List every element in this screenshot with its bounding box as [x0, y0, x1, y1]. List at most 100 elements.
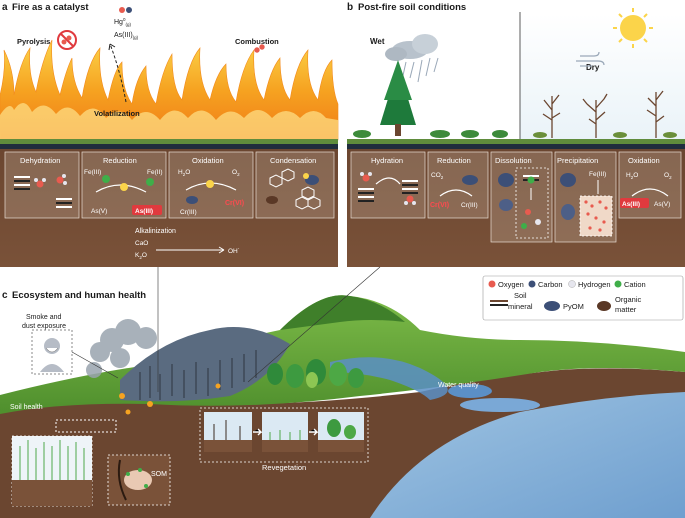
sun-icon — [613, 8, 653, 48]
wind-icon — [576, 51, 605, 67]
wet-label: Wet — [370, 37, 385, 46]
legend-carbon: Carbon — [538, 280, 563, 289]
grass-strip — [0, 139, 338, 144]
pyom-icon-c — [462, 175, 478, 185]
cr3-label-b: Cr(III) — [461, 202, 478, 209]
as5-label-b: As(V) — [654, 201, 670, 208]
water-molecule-icon — [36, 180, 44, 188]
panel-a-title: Fire as a catalyst — [12, 2, 89, 13]
panel-c-letter: c — [2, 290, 8, 301]
smoke-label-2: dust exposure — [22, 323, 66, 330]
o2-label-b: O2 — [664, 172, 672, 180]
river — [330, 357, 448, 400]
legend-soil-mineral-icon — [490, 300, 508, 302]
as5-label-a: As(V) — [91, 208, 107, 215]
legend-soil-2: mineral — [508, 302, 533, 311]
fire-spark-icon — [120, 183, 128, 191]
water-quality-label: Water quality — [438, 382, 479, 389]
grass-tufts — [353, 130, 677, 138]
h2o-label-b: H2O — [626, 172, 638, 180]
no-oxygen-slash — [60, 33, 74, 47]
rain-cloud-icon — [385, 34, 439, 83]
revegetation-frame — [199, 407, 369, 463]
dissolution-box — [490, 151, 553, 243]
soil-mineral-chunk — [498, 173, 514, 187]
green-trees — [267, 359, 364, 388]
oh-label: OH- — [228, 246, 240, 255]
cr6-label-a: Cr(VI) — [225, 200, 244, 207]
dissolution-inset — [515, 167, 549, 239]
combustion-oxygen-icon — [254, 47, 260, 53]
smoke-label-1: Smoke and — [26, 314, 62, 321]
k2o-label: K2O — [135, 252, 147, 260]
fire-spots — [119, 383, 221, 415]
panel-c: c Ecosystem and human health — [0, 266, 685, 518]
alkalinization-label: Alkalinization — [135, 228, 176, 235]
legend-carbon-icon — [528, 280, 536, 288]
precipitation-label: Precipitation — [557, 156, 598, 165]
fire-spark-icon-2 — [206, 180, 214, 188]
grass-roots-icon — [19, 440, 85, 480]
legend: Oxygen Carbon Hydrogen Cation Soil miner… — [482, 275, 684, 321]
legend-cation: Cation — [624, 280, 646, 289]
panel-a-letter: a — [2, 2, 8, 13]
panel-b-letter: b — [347, 2, 353, 13]
pyrolysis-label: Pyrolysis — [17, 37, 50, 46]
dissolution-label: Dissolution — [495, 156, 532, 165]
reveg-arrows — [253, 428, 319, 436]
oxidation-arrow-b — [631, 188, 669, 197]
person-mask-icon — [40, 338, 64, 372]
pine-tree-icon — [380, 60, 416, 136]
legend-organic-2: matter — [615, 305, 637, 314]
co2-label: CO2 — [431, 172, 444, 180]
panel-b: b Post-fire soil conditions Wet Dry — [347, 2, 685, 267]
condensation-box — [255, 151, 335, 219]
panel-c-title: Ecosystem and human health — [12, 290, 146, 301]
oxidation-label-b: Oxidation — [628, 156, 660, 165]
o2-label-a: O2 — [232, 169, 240, 177]
organic-matter-icon-a — [266, 196, 278, 204]
as-gas-label: As(III)(g) — [114, 32, 139, 40]
reduction-arrow-b — [439, 189, 473, 197]
cr6-label-b: Cr(VI) — [430, 202, 449, 209]
cao-label: CaO — [135, 240, 148, 247]
cation-icon — [102, 175, 110, 183]
legend-organic-icon — [597, 301, 611, 311]
as3-label-b: As(III) — [622, 201, 640, 208]
surface-layer — [0, 144, 338, 149]
volatilization-label: Volatilization — [94, 109, 140, 118]
burned-trees — [139, 350, 257, 400]
legend-organic-1: Organic — [615, 295, 642, 304]
hg-label: Hg0(g) — [114, 17, 131, 27]
condensation-label: Condensation — [270, 156, 316, 165]
reduction-label-b: Reduction — [437, 156, 471, 165]
h2o-label-a: H2O — [178, 169, 190, 177]
legend-pyom: PyOM — [563, 302, 584, 311]
as3-label-a: As(III) — [135, 208, 153, 215]
reduction-box-b — [427, 151, 489, 219]
dry-label: Dry — [586, 63, 600, 72]
reduction-arrow-a — [95, 184, 147, 193]
sea — [370, 392, 685, 518]
combustion-label: Combustion — [235, 37, 279, 46]
fe3-label-b: Fe(III) — [589, 171, 606, 178]
soil-mineral-icon — [14, 176, 72, 208]
hg-atom-icon — [119, 7, 125, 13]
dry-sky — [520, 14, 685, 140]
revegetation-label: Revegetation — [262, 463, 306, 472]
fe3-label-a: Fe(III) — [84, 169, 101, 176]
smoke-plume — [86, 319, 157, 378]
burned-area — [120, 327, 290, 402]
legend-hydrogen: Hydrogen — [578, 280, 611, 289]
soil-mineral-icon-b — [358, 180, 418, 202]
dehydration-label: Dehydration — [20, 156, 60, 165]
legend-oxygen: Oxygen — [498, 280, 524, 289]
cr3-label-a: Cr(III) — [180, 209, 197, 216]
as3-highlight — [132, 205, 162, 215]
fire-inner — [0, 102, 338, 140]
aromatic-ring-icon — [269, 168, 321, 210]
hydration-arrow — [375, 177, 401, 185]
callout-line-b — [247, 266, 381, 383]
legend-oxygen-icon — [488, 280, 496, 288]
